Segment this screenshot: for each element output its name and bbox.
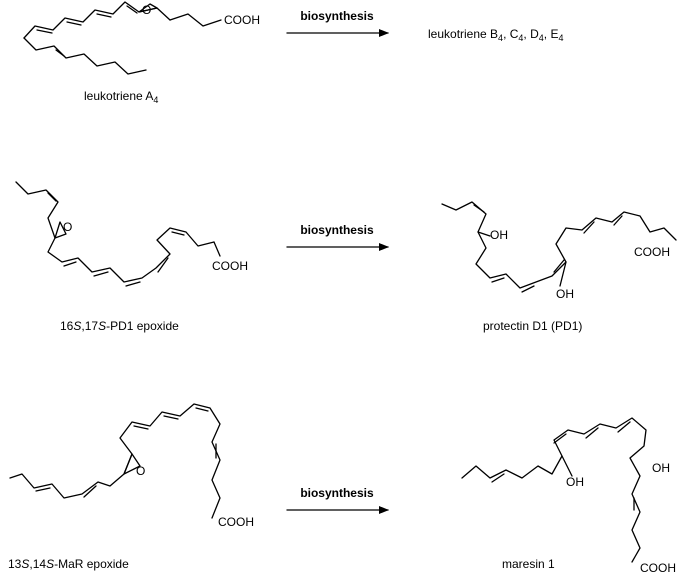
maresin-1-name: maresin 1 [502, 557, 555, 571]
protectin-d1-name: protectin D1 (PD1) [483, 319, 582, 333]
arrow-label-3: biosynthesis [300, 486, 374, 500]
maresin-1-structure [461, 417, 647, 563]
maresin-oh-7: OH [652, 461, 670, 475]
mar-epoxide-name: 13S,14S-MaR epoxide [8, 557, 129, 571]
arrow-label-2: biosynthesis [300, 223, 374, 237]
maresin-oh-14: OH [566, 475, 584, 489]
pd1-epoxide-cooh: COOH [212, 259, 248, 273]
pd1-oh-17: OH [490, 228, 508, 242]
mar-epoxide-structure [9, 403, 221, 519]
lta4-name: leukotriene A4 [84, 89, 158, 105]
pd1-epoxide-structure [15, 181, 221, 287]
pd1-epoxide-name: 16S,17S-PD1 epoxide [60, 319, 179, 333]
protectin-d1-structure [441, 201, 677, 293]
maresin-cooh: COOH [640, 561, 676, 575]
pd1-epoxide-o: O [63, 220, 72, 234]
pd1-oh-10: OH [556, 287, 574, 301]
pd1-cooh: COOH [634, 245, 670, 259]
arrow-label-1: biosynthesis [300, 9, 374, 23]
mar-epoxide-cooh: COOH [218, 515, 254, 529]
lta4-cooh: COOH [224, 13, 260, 27]
mar-epoxide-o: O [136, 464, 145, 478]
leukotriene-a4-structure [23, 1, 222, 75]
leukotriene-products-name: leukotriene B4, C4, D4, E4 [428, 27, 563, 43]
lta4-epoxide-o: O [142, 3, 151, 17]
